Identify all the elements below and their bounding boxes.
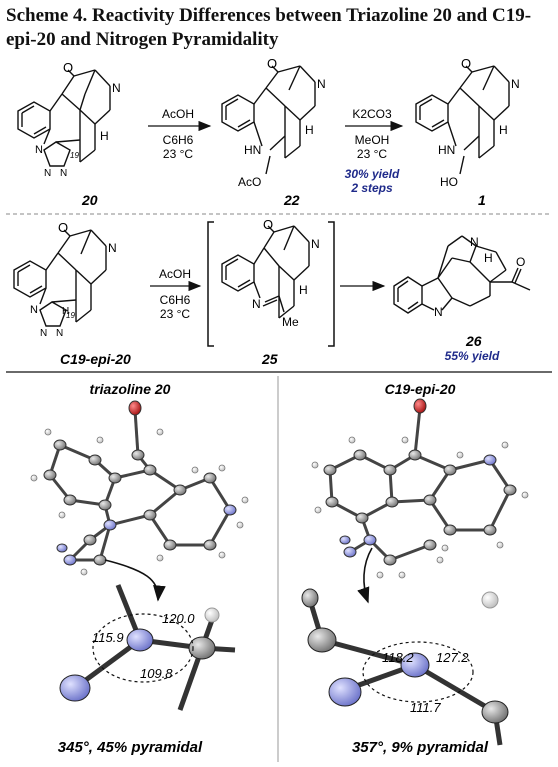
atom-label-HN-1: HN: [438, 143, 455, 157]
compound-26-structure: [393, 235, 531, 314]
atom-label-HN-22: HN: [244, 143, 261, 157]
compound-c19-epi-20-structure: [13, 229, 107, 327]
crystal-left-summary: 345°, 45% pyramidal: [58, 739, 203, 756]
crystal-left-zoom: [59, 584, 236, 711]
atom-label-c19-20: 19: [70, 151, 79, 160]
atom-label-O-1: O: [461, 56, 471, 71]
zoom-arrow-left: [104, 559, 166, 602]
atom-label-N2-epi: N: [40, 328, 47, 339]
scheme-title-prefix: Scheme 4.: [6, 5, 88, 26]
atom-label-c19-epi: 19: [66, 311, 75, 320]
bracket-right: [328, 221, 335, 347]
step1-reagent: AcOH: [162, 107, 194, 121]
oxygen-atom-right: [413, 398, 427, 414]
atom-label-N-imine-25: N: [252, 297, 261, 311]
angle-left-2: 115.9: [92, 630, 124, 645]
atom-label-O-26: O: [516, 255, 525, 269]
compound-22-structure: [221, 65, 316, 175]
atom-label-N-1: N: [511, 77, 520, 91]
angle-left-3: 109.8: [140, 666, 173, 681]
compound-1-structure: [415, 65, 510, 175]
compound-label-22: 22: [283, 192, 300, 208]
step3-temp: 23 °C: [160, 307, 190, 321]
atom-label-H-26: H: [484, 251, 493, 265]
atom-label-N-26: N: [470, 235, 479, 249]
row1-yield-line2: 2 steps: [350, 181, 393, 195]
compound-label-20: 20: [81, 192, 98, 208]
atom-label-HO-1: HO: [440, 175, 458, 189]
atom-label-H-25: H: [299, 283, 308, 297]
oxygen-atom-left: [128, 400, 142, 416]
atom-label-N2-20: N: [44, 168, 51, 179]
compound-25-structure: [221, 225, 310, 319]
atom-label-H-22: H: [305, 123, 314, 137]
scheme-title-text: Reactivity Differences between Triazolin…: [6, 5, 532, 50]
crystal-right-title: C19-epi-20: [385, 381, 456, 397]
atom-label-H-20: H: [100, 129, 109, 143]
atom-label-N1-20: N: [35, 144, 43, 156]
angle-right-2: 127.2: [436, 650, 469, 665]
step2-solvent: MeOH: [355, 133, 390, 147]
atom-label-O-20: O: [63, 60, 73, 75]
atom-label-N-20: N: [112, 81, 121, 95]
atom-label-N3-epi: N: [56, 328, 63, 339]
angle-right-3: 111.7: [410, 700, 441, 715]
atom-label-O-epi: O: [58, 220, 68, 235]
step2-temp: 23 °C: [357, 147, 387, 161]
compound-20-structure: [17, 69, 111, 167]
atom-label-N-imine-26: N: [434, 305, 443, 319]
step1-solvent: C6H6: [163, 133, 194, 147]
row2-yield: 55% yield: [445, 349, 500, 363]
scheme-title: Scheme 4. Reactivity Differences between…: [6, 4, 554, 52]
atom-label-H-1: H: [499, 123, 508, 137]
step2-reagent: K2CO3: [352, 107, 392, 121]
atom-label-O-25: O: [263, 217, 273, 232]
crystal-right-summary: 357°, 9% pyramidal: [352, 739, 489, 756]
angle-left-1: 120.0: [162, 611, 195, 626]
zoom-arrow-right: [357, 547, 373, 604]
row1-yield-line1: 30% yield: [345, 167, 400, 181]
compound-label-1: 1: [478, 192, 486, 208]
compound-label-26: 26: [465, 333, 482, 349]
compound-label-c19-epi-20: C19-epi-20: [60, 351, 131, 367]
atom-label-Me-25: Me: [282, 315, 299, 329]
crystal-left-title: triazoline 20: [90, 381, 171, 397]
step3-reagent: AcOH: [159, 267, 191, 281]
atom-label-O-22: O: [267, 56, 277, 71]
crystal-left-ortep: [30, 400, 249, 576]
atom-label-N3-20: N: [60, 168, 67, 179]
crystal-right-ortep: [311, 398, 529, 579]
atom-label-N-25: N: [311, 237, 320, 251]
atom-label-H-epi: H: [62, 306, 69, 317]
crystal-right-zoom: [301, 588, 509, 746]
angle-right-1: 118.2: [382, 650, 414, 665]
step1-temp: 23 °C: [163, 147, 193, 161]
atom-label-N-epi: N: [108, 241, 117, 255]
atom-label-N1-epi: N: [30, 304, 38, 316]
step3-solvent: C6H6: [160, 293, 191, 307]
atom-label-N-22: N: [317, 77, 326, 91]
bracket-left: [207, 221, 214, 347]
compound-label-25: 25: [261, 351, 278, 367]
atom-label-AcO-22: AcO: [238, 175, 261, 189]
